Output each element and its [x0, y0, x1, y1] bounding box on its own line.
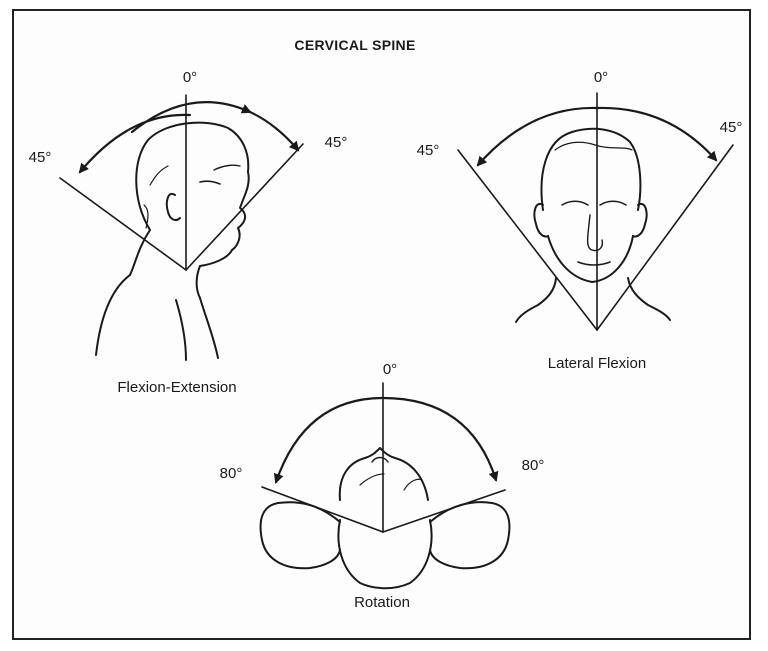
lateral-left-limit-line [457, 149, 598, 331]
lateral-top-angle: 0° [594, 69, 608, 86]
lateral-right-arc-arrow [595, 106, 718, 162]
rotation-right-angle: 80° [522, 457, 545, 474]
extension-limit-line [185, 143, 304, 271]
lateral-right-angle: 45° [720, 119, 743, 136]
diagram-title: CERVICAL SPINE [294, 37, 415, 53]
lateral-left-arc-arrow [476, 106, 599, 167]
head-frontal-illustration [515, 127, 671, 323]
lateral-flexion-caption: Lateral Flexion [548, 355, 646, 372]
rotation-left-arc-arrow [273, 396, 385, 484]
rotation-caption: Rotation [354, 594, 410, 611]
flexion-extension-caption: Flexion-Extension [117, 379, 236, 396]
extension-arc-arrow [130, 101, 252, 134]
rotation-panel: 0° 80° 80° Rotation [220, 361, 545, 611]
extension-arc-arrowhead [248, 110, 300, 152]
flexion-limit-line [59, 177, 187, 271]
diagram-frame [12, 9, 751, 640]
head-topdown-illustration [259, 447, 511, 590]
flexion-top-angle: 0° [183, 69, 197, 86]
rotation-right-arc-arrow [381, 396, 499, 482]
rotation-top-angle: 0° [383, 361, 397, 378]
lateral-flexion-panel: 0° 45° 45° Lateral Flexion [417, 69, 743, 372]
flexion-left-angle: 45° [29, 149, 52, 166]
lateral-right-limit-line [596, 144, 734, 331]
rotation-left-angle: 80° [220, 465, 243, 482]
flexion-extension-panel: 0° 45° 45° Flexion-Extension [29, 69, 348, 396]
flexion-arc-arrow [78, 113, 192, 174]
head-profile-illustration [95, 121, 250, 361]
rotation-left-limit-line [261, 486, 384, 533]
lateral-left-angle: 45° [417, 142, 440, 159]
rotation-right-limit-line [382, 489, 506, 533]
flexion-right-angle: 45° [325, 134, 348, 151]
